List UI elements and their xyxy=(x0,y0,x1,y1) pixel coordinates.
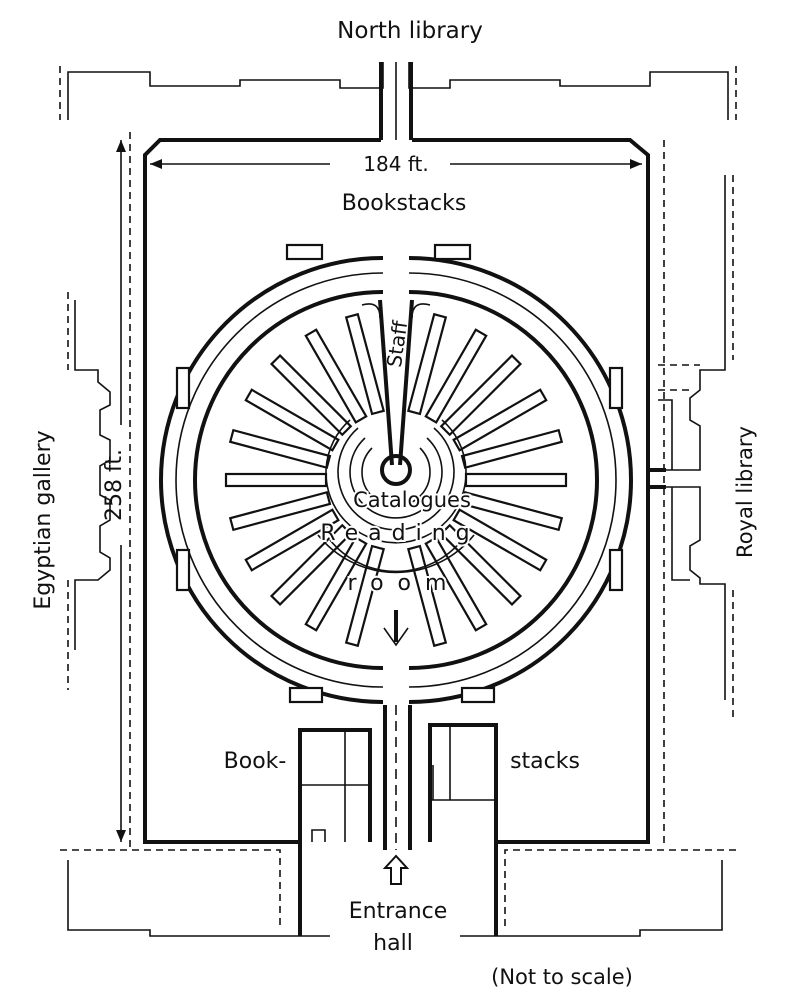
royal-library-label: Royal library xyxy=(733,426,757,558)
reading-label: Reading xyxy=(320,521,479,546)
width-dimension-line xyxy=(150,159,642,169)
north-library-label: North library xyxy=(337,18,483,44)
bookstacks-lower-blocks xyxy=(298,723,498,842)
book-label: Book- xyxy=(224,749,287,774)
height-dimension-line xyxy=(116,140,126,842)
width-dimension-label: 184 ft. xyxy=(363,152,428,176)
hall-label: hall xyxy=(373,931,413,956)
north-library-outline xyxy=(59,62,737,140)
entrance-arrow-icon xyxy=(382,854,410,885)
entrance-hall-outline xyxy=(60,842,736,937)
egyptian-gallery-outline xyxy=(67,292,111,690)
entrance-corridor xyxy=(383,705,412,850)
reading-room xyxy=(159,243,633,704)
entrance-label: Entrance xyxy=(349,899,448,924)
bookstacks-top-label: Bookstacks xyxy=(342,191,467,216)
not-to-scale-label: (Not to scale) xyxy=(491,965,633,989)
egyptian-gallery-label: Egyptian gallery xyxy=(31,430,56,609)
stacks-label: stacks xyxy=(510,749,580,774)
catalogues-label: Catalogues xyxy=(353,488,471,512)
radial-desks xyxy=(224,312,568,648)
royal-library-outline xyxy=(648,175,734,720)
room-label: room xyxy=(348,571,461,596)
building-outline xyxy=(143,138,650,844)
height-dimension-label: 258 ft. xyxy=(102,449,127,521)
building-outer-dashes xyxy=(129,132,665,848)
